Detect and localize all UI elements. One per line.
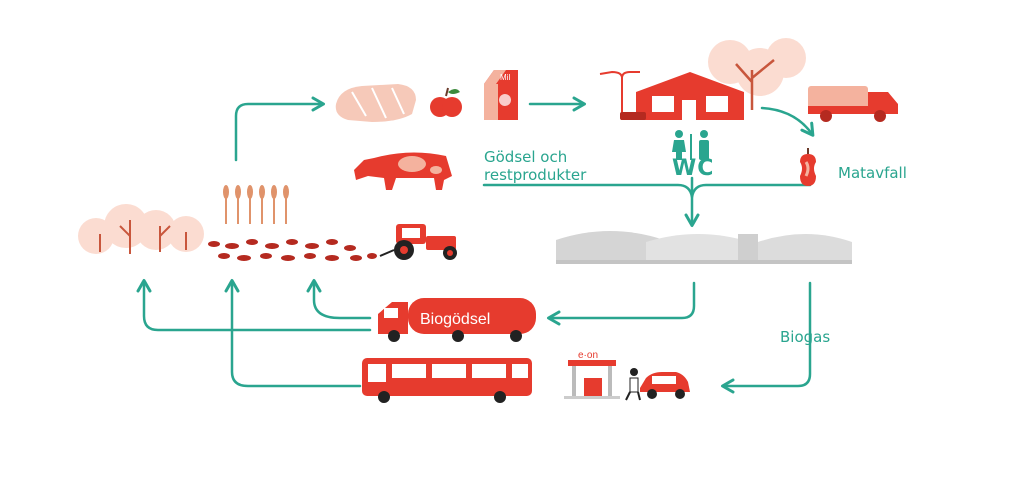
apple-core-icon — [800, 148, 816, 186]
soil-icon — [208, 239, 377, 261]
biogas-plant-icon — [556, 231, 852, 264]
arrow-plant-to-car — [721, 281, 812, 394]
trees-icon — [78, 204, 204, 254]
wc-label: WC — [672, 156, 715, 181]
tanker-truck-label: Biogödsel — [420, 311, 490, 328]
manure-label-line2: restprodukter — [484, 166, 587, 184]
apple-icon — [430, 87, 462, 117]
fuel-station-icon: e·on — [564, 350, 620, 399]
tree-icon — [708, 38, 806, 110]
milk-carton-icon: Mil — [484, 70, 518, 120]
tanker-truck-icon: Biogödsel — [378, 298, 536, 342]
street-lamp-icon — [599, 70, 640, 120]
arrow-house-to-waste — [760, 106, 815, 137]
bus-icon — [362, 358, 532, 403]
arrow-plant-to-truck — [547, 281, 696, 326]
food-waste-label: Matavfall — [838, 164, 907, 182]
arrow-trees-to-food — [234, 96, 325, 162]
arrow-truck-to-fields — [306, 279, 372, 320]
arrow-bus-to-wheat — [224, 279, 362, 388]
cow-icon — [354, 152, 452, 190]
toilet-icon — [672, 130, 709, 160]
arrow-residues-to-plant — [482, 183, 700, 227]
house-icon — [620, 72, 744, 120]
wheat-icon — [223, 185, 289, 224]
milk-carton-text: Mil — [500, 73, 510, 82]
arrow-truck-to-trees — [136, 279, 372, 332]
person-refueling — [625, 368, 641, 401]
car-icon — [640, 372, 690, 399]
station-brand: e·on — [578, 350, 598, 361]
bread-icon — [335, 84, 416, 122]
manure-label-line1: Gödsel och — [484, 148, 568, 166]
garbage-truck-icon — [808, 86, 898, 122]
tractor-icon — [379, 224, 457, 260]
biogas-label: Biogas — [780, 328, 831, 346]
arrow-waste-to-plant — [690, 183, 812, 199]
